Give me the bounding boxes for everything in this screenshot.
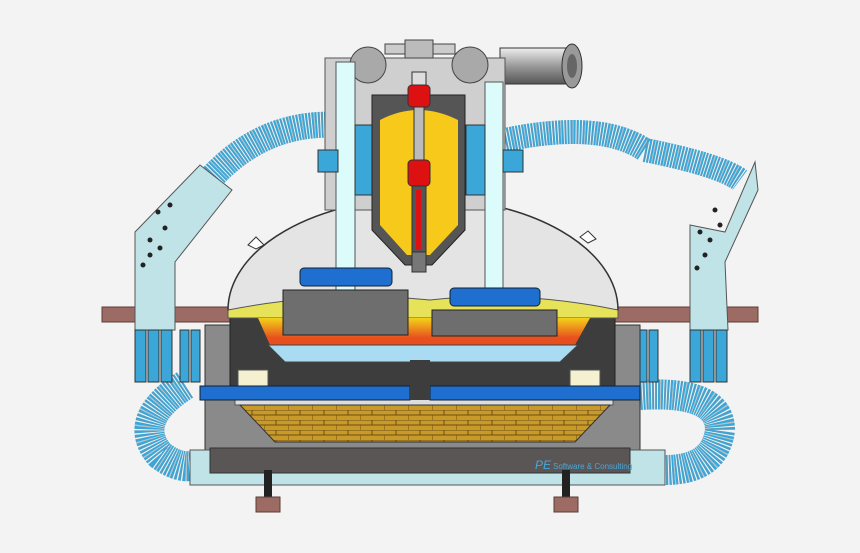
side-panel-right [637, 160, 759, 383]
cooling-column-right [484, 81, 504, 293]
watermark-tagline: Software & Consulting [553, 462, 633, 471]
blue-bar-right [429, 385, 641, 401]
blue-bar-left [199, 385, 411, 401]
cooling-hoses-left [134, 111, 341, 482]
electrode [407, 71, 431, 273]
scrap-charge [282, 267, 558, 337]
side-panel-left [134, 164, 233, 383]
cooling-column-left [335, 61, 356, 293]
cooling-hoses-right [502, 120, 748, 485]
support-feet [255, 470, 579, 513]
exhaust-pipe [499, 43, 583, 89]
watermark-brand: PE [535, 458, 552, 472]
refractory-bricks [238, 404, 612, 443]
